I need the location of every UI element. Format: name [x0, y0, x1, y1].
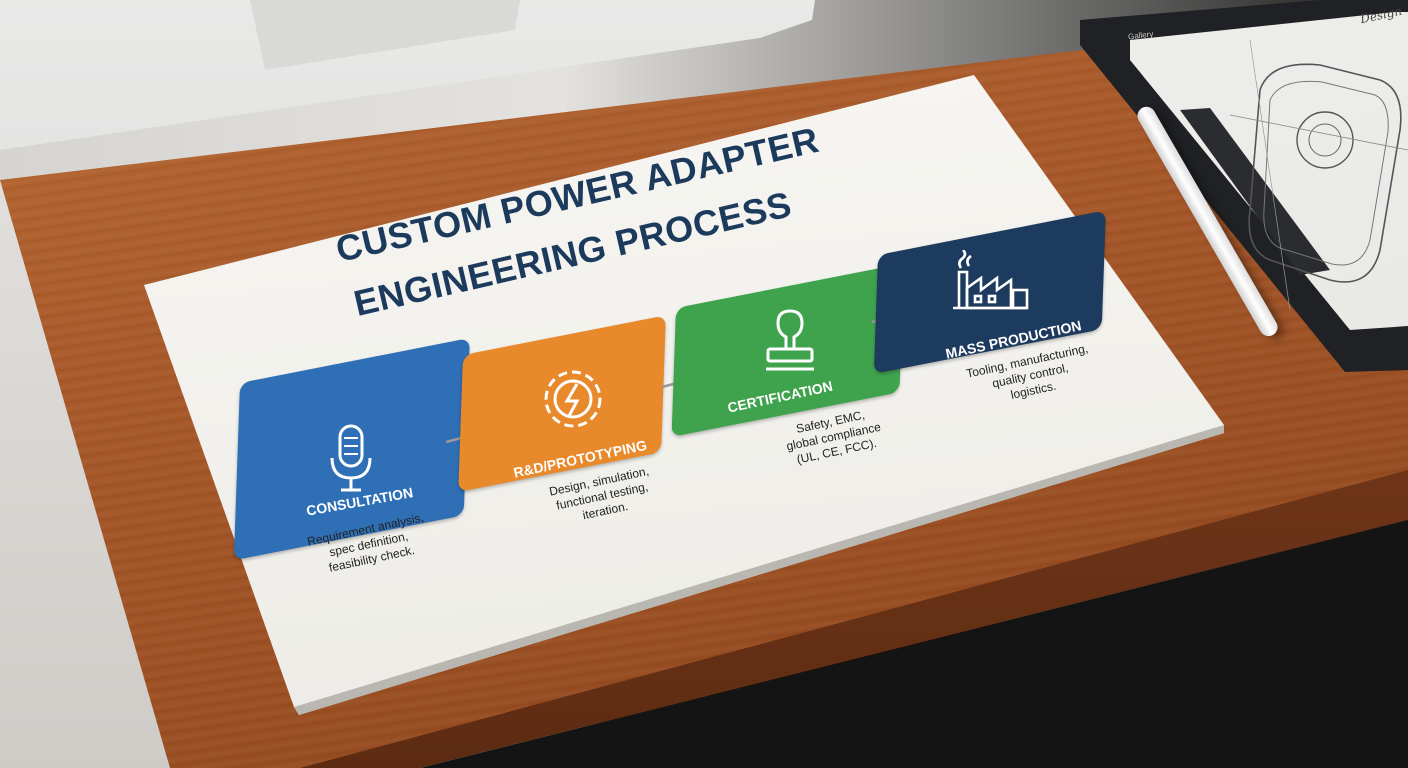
gear-lightning-icon	[544, 370, 602, 428]
factory-icon	[953, 250, 1029, 310]
stamp-icon	[766, 309, 814, 371]
adapter-sketch	[1230, 39, 1408, 311]
microphone-icon	[330, 424, 372, 492]
